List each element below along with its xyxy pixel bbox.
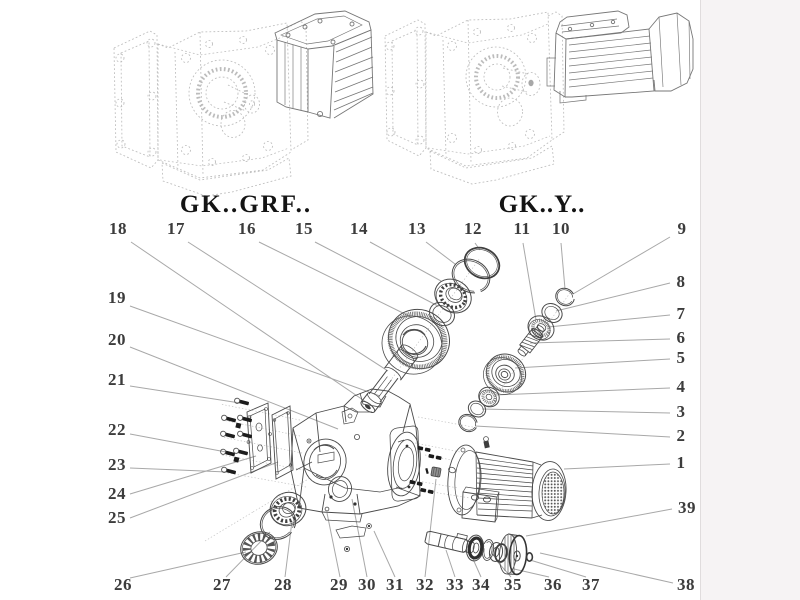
svg-text:22: 22 <box>108 420 126 439</box>
svg-text:9: 9 <box>678 219 687 238</box>
svg-text:34: 34 <box>472 575 490 594</box>
svg-text:20: 20 <box>108 330 126 349</box>
svg-text:25: 25 <box>108 508 126 527</box>
svg-text:26: 26 <box>114 575 132 594</box>
svg-text:13: 13 <box>408 219 426 238</box>
svg-text:GK..Y..: GK..Y.. <box>499 191 586 218</box>
svg-text:6: 6 <box>677 328 686 347</box>
svg-text:27: 27 <box>213 575 231 594</box>
svg-text:4: 4 <box>677 377 686 396</box>
svg-text:38: 38 <box>677 575 695 594</box>
svg-text:7: 7 <box>677 304 686 323</box>
svg-text:28: 28 <box>274 575 292 594</box>
svg-text:30: 30 <box>358 575 376 594</box>
svg-text:23: 23 <box>108 455 126 474</box>
svg-text:15: 15 <box>295 219 313 238</box>
svg-text:11: 11 <box>513 219 530 238</box>
svg-text:GK..GRF..: GK..GRF.. <box>180 191 312 218</box>
svg-text:8: 8 <box>677 272 686 291</box>
svg-text:5: 5 <box>677 348 686 367</box>
svg-text:3: 3 <box>677 402 686 421</box>
svg-text:18: 18 <box>109 219 127 238</box>
svg-text:33: 33 <box>446 575 464 594</box>
svg-text:31: 31 <box>386 575 404 594</box>
svg-text:19: 19 <box>108 288 126 307</box>
svg-text:17: 17 <box>167 219 185 238</box>
svg-text:32: 32 <box>416 575 434 594</box>
svg-text:37: 37 <box>582 575 600 594</box>
svg-text:36: 36 <box>544 575 562 594</box>
svg-text:16: 16 <box>238 219 256 238</box>
svg-text:29: 29 <box>330 575 348 594</box>
svg-text:39: 39 <box>678 498 696 517</box>
svg-text:24: 24 <box>108 484 126 503</box>
svg-text:12: 12 <box>464 219 482 238</box>
svg-text:1: 1 <box>677 453 686 472</box>
svg-text:21: 21 <box>108 370 126 389</box>
svg-text:14: 14 <box>350 219 368 238</box>
svg-text:2: 2 <box>677 426 686 445</box>
svg-text:10: 10 <box>552 219 570 238</box>
svg-text:35: 35 <box>504 575 522 594</box>
